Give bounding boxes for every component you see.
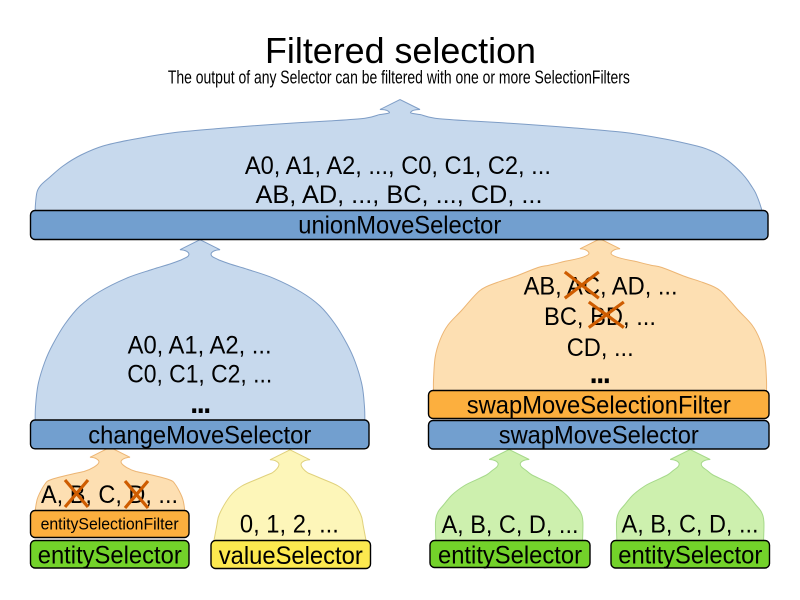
svg-text:entitySelector: entitySelector (618, 542, 762, 570)
svg-text:A, B, C, D, ...: A, B, C, D, ... (622, 511, 759, 539)
svg-text:valueSelector: valueSelector (219, 542, 363, 570)
svg-text:C0, C1, C2, ...: C0, C1, C2, ... (127, 361, 272, 389)
svg-text:A0, A1, A2, ...: A0, A1, A2, ... (128, 331, 272, 359)
svg-text:entitySelector: entitySelector (438, 542, 582, 570)
svg-text:changeMoveSelector: changeMoveSelector (88, 421, 311, 449)
svg-text:A0, A1, A2, ..., C0, C1, C2, .: A0, A1, A2, ..., C0, C1, C2, ... (245, 152, 551, 180)
svg-text:BC, BD, ...: BC, BD, ... (544, 303, 656, 331)
svg-text:entitySelector: entitySelector (38, 542, 182, 570)
svg-text:Filtered selection: Filtered selection (265, 30, 536, 71)
svg-text:A, B, C, D, ...: A, B, C, D, ... (41, 481, 178, 509)
svg-text:The output of any Selector can: The output of any Selector can be filter… (168, 67, 630, 88)
svg-text:CD, ...: CD, ... (567, 334, 634, 362)
svg-text:swapMoveSelectionFilter: swapMoveSelectionFilter (467, 391, 731, 419)
svg-text:0, 1, 2, ...: 0, 1, 2, ... (240, 511, 339, 539)
svg-text:A, B, C, D, ...: A, B, C, D, ... (442, 511, 579, 539)
svg-text:AB, AD, ..., BC, ..., CD, ...: AB, AD, ..., BC, ..., CD, ... (256, 181, 543, 209)
svg-text:swapMoveSelector: swapMoveSelector (499, 422, 699, 450)
svg-text:AB, AC, AD, ...: AB, AC, AD, ... (524, 272, 678, 300)
svg-text:unionMoveSelector: unionMoveSelector (298, 211, 501, 239)
svg-text:entitySelectionFilter: entitySelectionFilter (41, 515, 179, 533)
